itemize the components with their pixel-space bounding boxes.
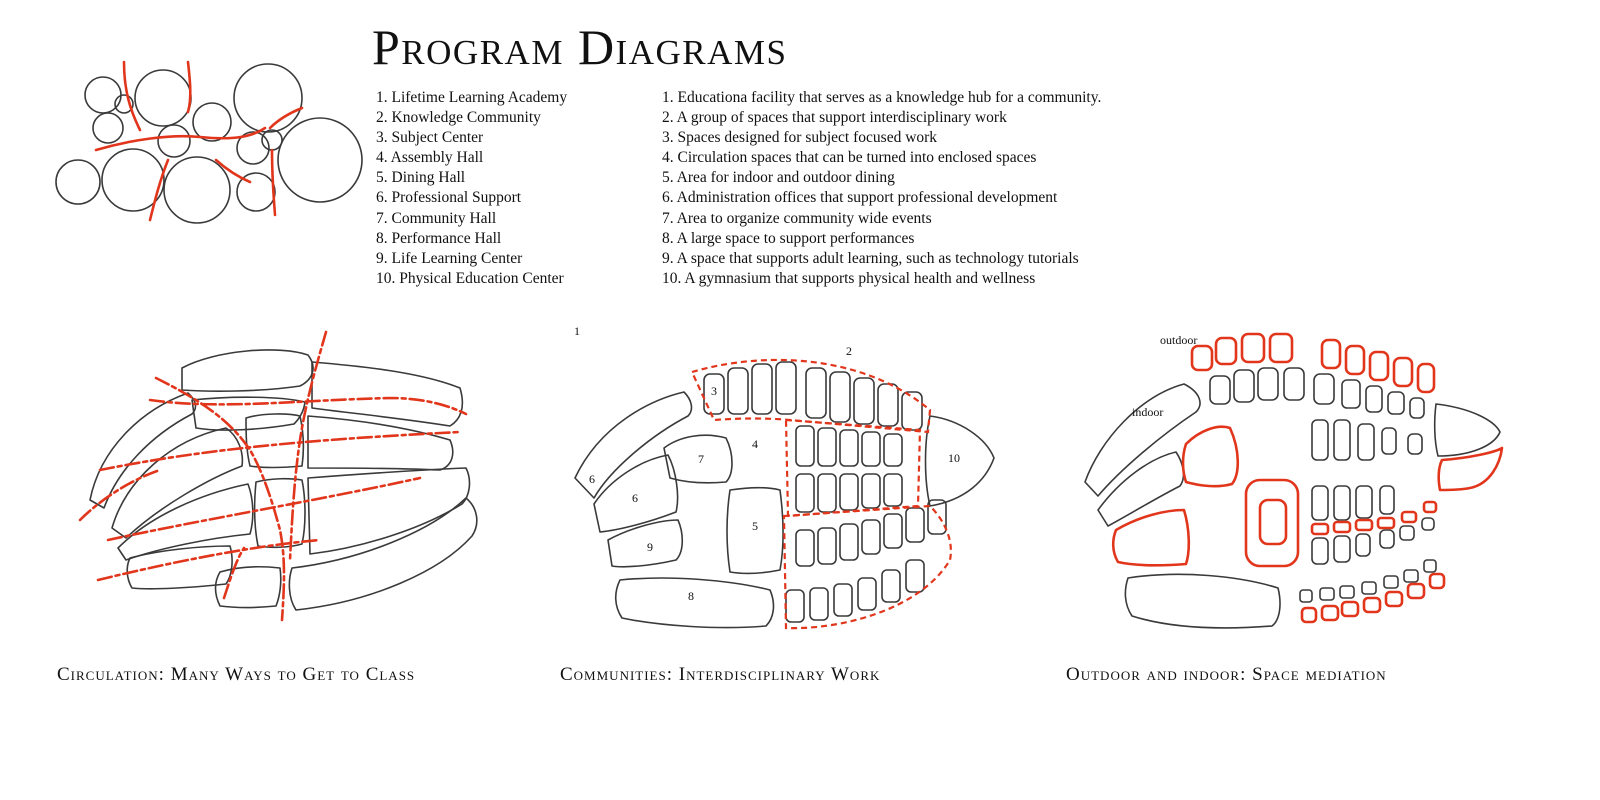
communities-caption: Communities: Interdisciplinary Work — [560, 664, 881, 685]
diagram-label: 9 — [647, 540, 653, 554]
list-item: 2. Knowledge Community — [376, 109, 541, 127]
list-item: 6. Administration offices that support p… — [662, 189, 1058, 207]
list-item: 8. Performance Hall — [376, 229, 502, 247]
diagram-label: 8 — [688, 589, 694, 603]
program-description-list: 1. Educationa facility that serves as a … — [662, 88, 1101, 289]
diagram-label: 2 — [846, 344, 852, 358]
circulation-caption: Circulation: Many Ways to Get to Class — [57, 664, 416, 685]
diagram-label: 5 — [752, 519, 758, 533]
outdoor-indoor-diagram: outdoor indoor — [1084, 332, 1504, 629]
diagram-label: 7 — [698, 452, 704, 466]
list-item: 1. Lifetime Learning Academy — [376, 89, 568, 106]
diagram-label: 6 — [632, 491, 638, 505]
list-item: 6. Professional Support — [376, 189, 522, 207]
diagram-label: indoor — [1132, 405, 1163, 419]
list-item: 8. A large space to support performances — [662, 229, 915, 247]
diagram-label: 3 — [711, 384, 717, 398]
list-item: 4. Circulation spaces that can be turned… — [662, 149, 1037, 167]
list-item: 3. Subject Center — [376, 129, 484, 147]
diagram-label: 1 — [574, 324, 580, 338]
list-item: 10. A gymnasium that supports physical h… — [662, 269, 1036, 287]
list-item: 10. Physical Education Center — [376, 269, 564, 287]
page-title: Program Diagrams — [372, 19, 788, 75]
outdoor-indoor-caption: Outdoor and indoor: Space mediation — [1066, 664, 1387, 685]
diagram-label: outdoor — [1160, 333, 1197, 347]
list-item: 5. Dining Hall — [376, 169, 466, 187]
list-item: 7. Community Hall — [376, 209, 497, 227]
communities-diagram: 1 2 3 4 5 6 6 7 8 9 10 — [574, 324, 995, 630]
diagram-label: 6 — [589, 472, 595, 486]
list-item: 5. Area for indoor and outdoor dining — [662, 169, 895, 187]
diagram-label: 10 — [948, 451, 960, 465]
program-name-list: 1. Lifetime Learning Academy 2. Knowledg… — [376, 88, 567, 289]
bubble-diagram — [55, 60, 363, 224]
circulation-diagram — [78, 330, 478, 622]
list-item: 2. A group of spaces that support interd… — [662, 109, 1007, 127]
list-item: 7. Area to organize community wide event… — [662, 209, 932, 227]
list-item: 9. Life Learning Center — [376, 249, 523, 267]
list-item: 3. Spaces designed for subject focused w… — [662, 129, 938, 147]
list-item: 1. Educationa facility that serves as a … — [662, 89, 1102, 106]
list-item: 4. Assembly Hall — [376, 149, 484, 167]
list-item: 9. A space that supports adult learning,… — [662, 249, 1079, 267]
diagram-label: 4 — [752, 437, 758, 451]
